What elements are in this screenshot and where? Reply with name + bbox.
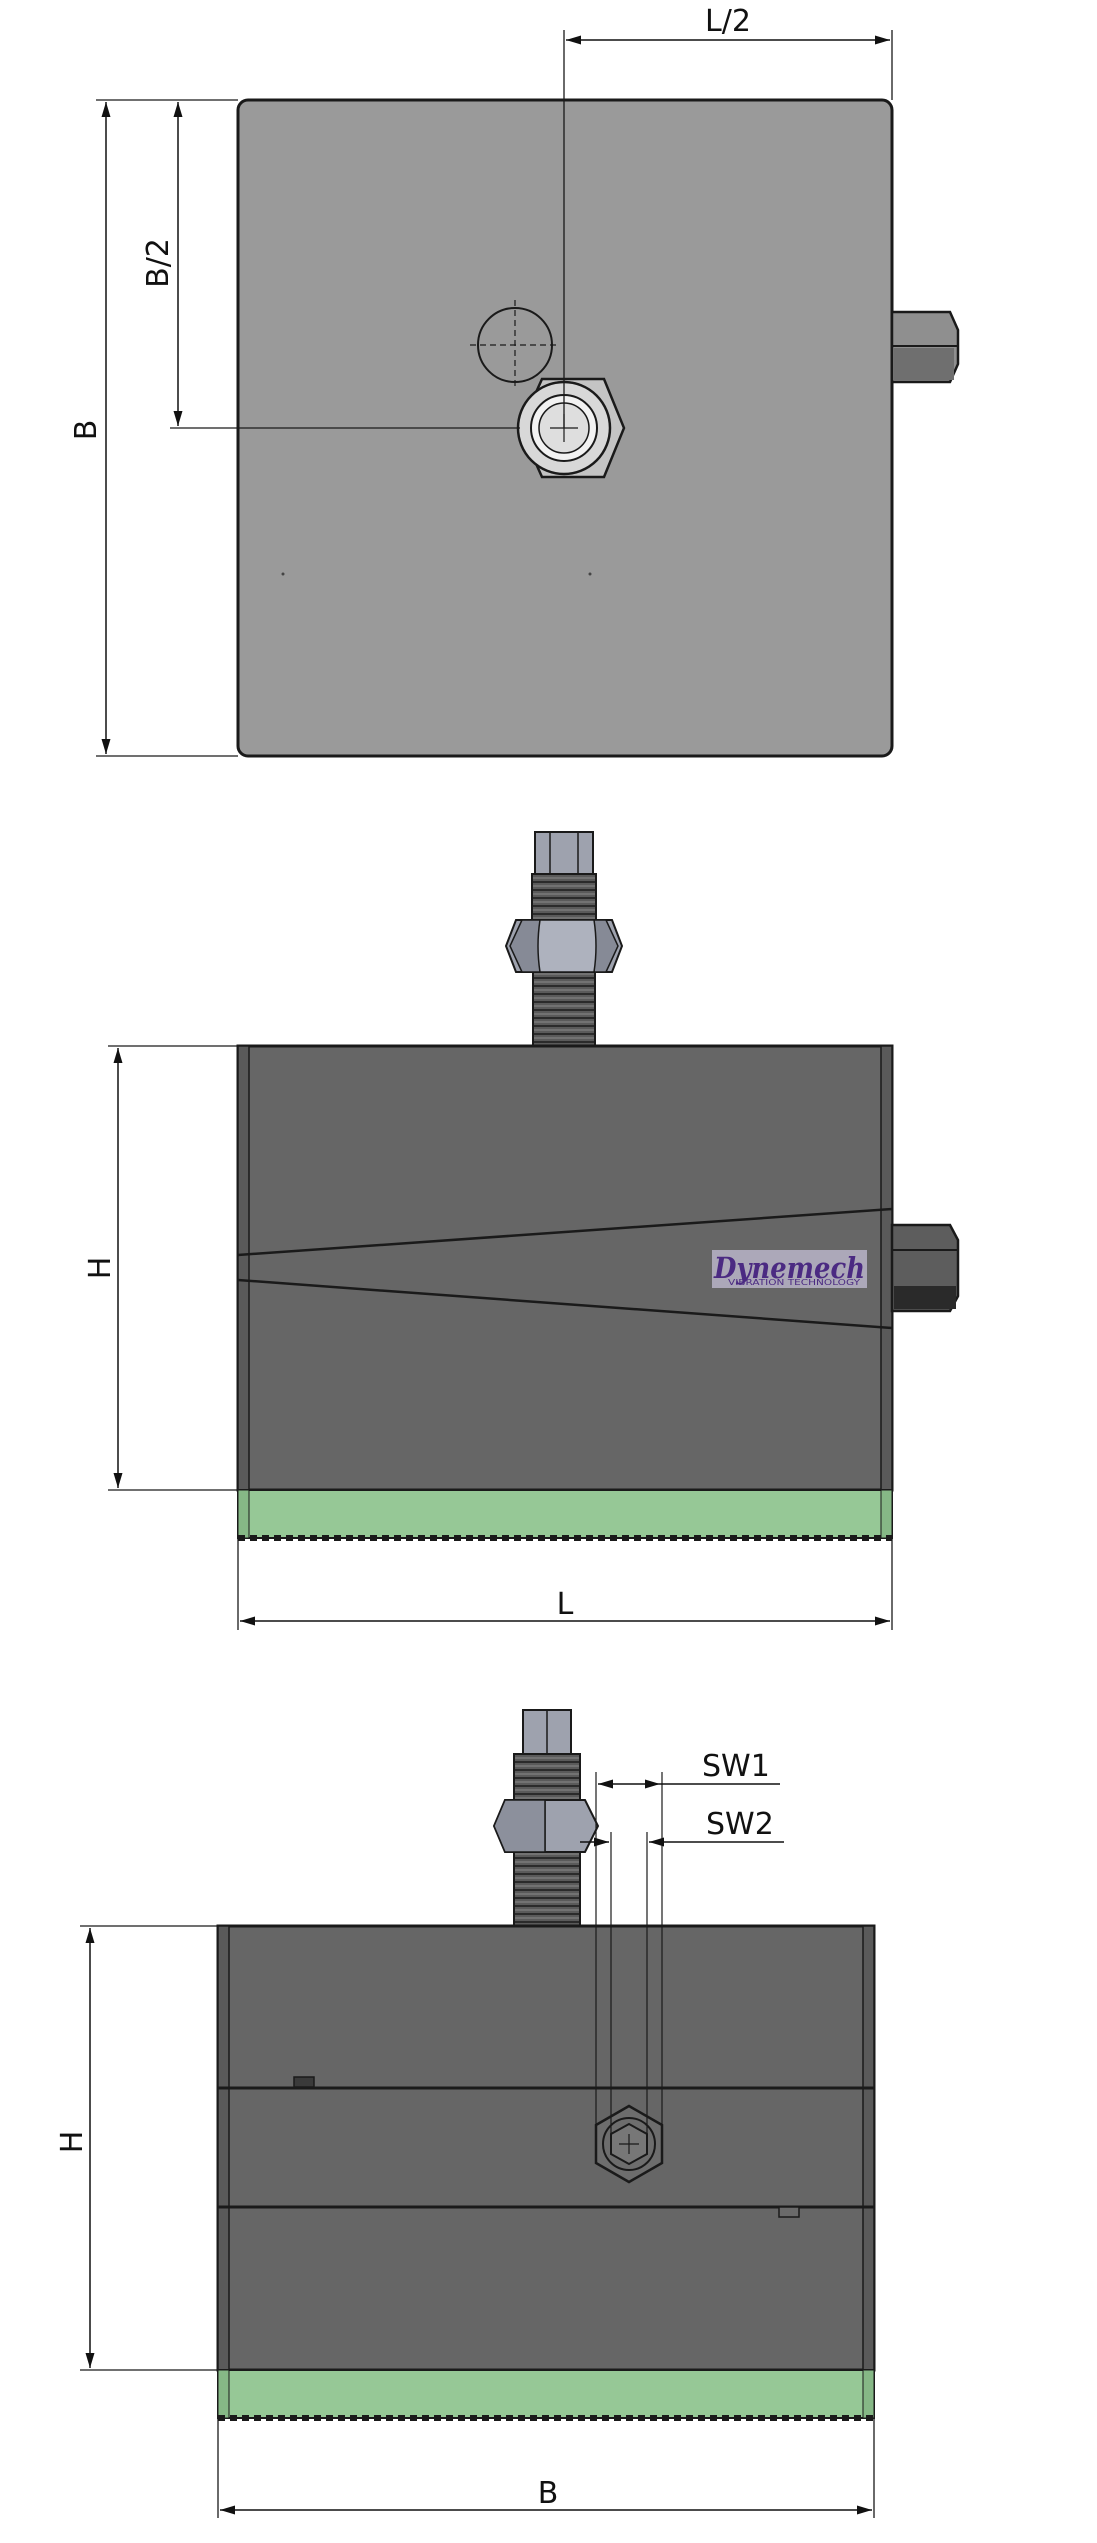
side-view-stud xyxy=(513,1709,581,1927)
dim-label-width-side: B xyxy=(538,2476,559,2511)
logo-tagline: VIBRATION TECHNOLOGY xyxy=(728,1278,861,1287)
front-view: Dynemech VIBRATION TECHNOLOGY H L xyxy=(83,831,960,1630)
side-view-body xyxy=(216,1924,876,2372)
logo-name: Dynemech xyxy=(713,1251,865,1285)
front-view-rubber-pad xyxy=(237,1489,893,1541)
dim-label-height-side: H xyxy=(55,2131,90,2154)
dim-label-length: L xyxy=(557,1587,574,1622)
dim-label-half-length: L/2 xyxy=(705,4,751,39)
top-view-side-nut xyxy=(890,310,960,384)
front-view-side-nut xyxy=(890,1223,960,1313)
dim-label-sw2: SW2 xyxy=(706,1807,774,1842)
dim-label-height-front: H xyxy=(83,1257,118,1280)
dim-label-width-top: B xyxy=(69,420,104,441)
dynemech-logo: Dynemech VIBRATION TECHNOLOGY xyxy=(712,1250,867,1288)
side-view-adjusting-nut xyxy=(492,1799,600,1853)
front-view-adjusting-nut xyxy=(504,919,624,973)
side-view-rubber-pad xyxy=(217,2369,875,2421)
dim-label-half-width: B/2 xyxy=(141,238,176,288)
top-view: L/2 B/2 B xyxy=(69,4,960,758)
top-view-adjusting-nut xyxy=(516,377,626,479)
dim-label-sw1: SW1 xyxy=(702,1749,770,1784)
side-view: SW1 SW2 H B xyxy=(55,1709,876,2518)
